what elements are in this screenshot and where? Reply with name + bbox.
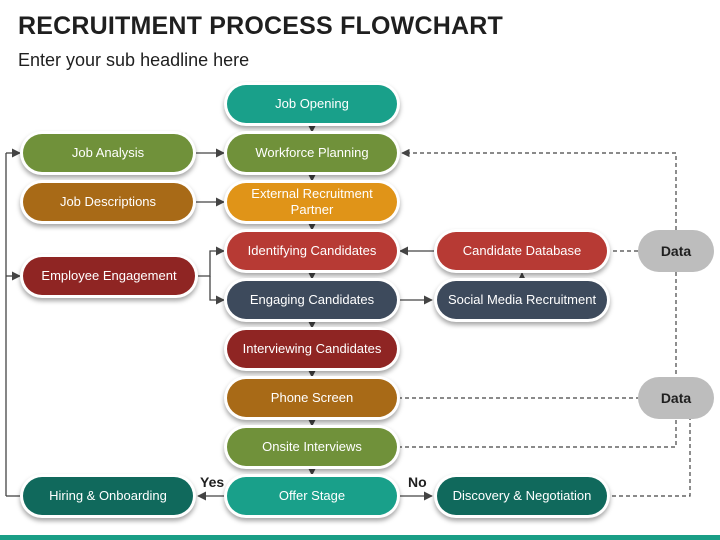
employee-engagement-fork [198, 246, 225, 277]
node-label: Workforce Planning [227, 134, 397, 172]
node-label: Job Opening [227, 85, 397, 123]
node-label: Offer Stage [227, 477, 397, 515]
node-label: Onsite Interviews [227, 428, 397, 466]
node-label: Candidate Database [437, 232, 607, 270]
node-phone-screen[interactable]: Phone Screen [224, 376, 400, 420]
node-label: Identifying Candidates [227, 232, 397, 270]
node-offer-stage[interactable]: Offer Stage [224, 474, 400, 518]
node-social-media-recruitment[interactable]: Social Media Recruitment [434, 278, 610, 322]
page-subtitle: Enter your sub headline here [18, 50, 250, 70]
node-job-analysis[interactable]: Job Analysis [20, 131, 196, 175]
bottom-accent-bar [0, 535, 720, 540]
data-pill-bottom[interactable]: Data [638, 377, 714, 419]
node-candidate-database[interactable]: Candidate Database [434, 229, 610, 273]
node-job-descriptions[interactable]: Job Descriptions [20, 180, 196, 224]
data-pill-top[interactable]: Data [638, 230, 714, 272]
node-label: Phone Screen [227, 379, 397, 417]
node-onsite-interviews[interactable]: Onsite Interviews [224, 425, 400, 469]
page-title: RECRUITMENT PROCESS FLOWCHART [18, 12, 503, 40]
node-external-recruitment-partner[interactable]: External Recruitment Partner [224, 180, 400, 224]
node-label: Employee Engagement [23, 257, 195, 295]
node-workforce-planning[interactable]: Workforce Planning [224, 131, 400, 175]
node-interviewing-candidates[interactable]: Interviewing Candidates [224, 327, 400, 371]
node-employee-engagement[interactable]: Employee Engagement [20, 254, 198, 298]
node-discovery-negotiation[interactable]: Discovery & Negotiation [434, 474, 610, 518]
branch-label-yes: Yes [200, 474, 225, 490]
node-label: External Recruitment Partner [227, 183, 397, 221]
discovery-to-data [612, 419, 691, 497]
data-loop-to-workforce [401, 148, 677, 230]
node-engaging-candidates[interactable]: Engaging Candidates [224, 278, 400, 322]
node-label: Discovery & Negotiation [437, 477, 607, 515]
node-hiring-onboarding[interactable]: Hiring & Onboarding [20, 474, 196, 518]
branch-label-no: No [408, 474, 427, 490]
onsite-to-data [398, 419, 677, 448]
node-label: Interviewing Candidates [227, 330, 397, 368]
node-label: Job Analysis [23, 134, 193, 172]
node-label: Hiring & Onboarding [23, 477, 193, 515]
node-label: Social Media Recruitment [437, 281, 607, 319]
node-identifying-candidates[interactable]: Identifying Candidates [224, 229, 400, 273]
employee-engagement-fork-2 [209, 276, 225, 305]
node-job-opening[interactable]: Job Opening [224, 82, 400, 126]
node-label: Job Descriptions [23, 183, 193, 221]
node-label: Engaging Candidates [227, 281, 397, 319]
